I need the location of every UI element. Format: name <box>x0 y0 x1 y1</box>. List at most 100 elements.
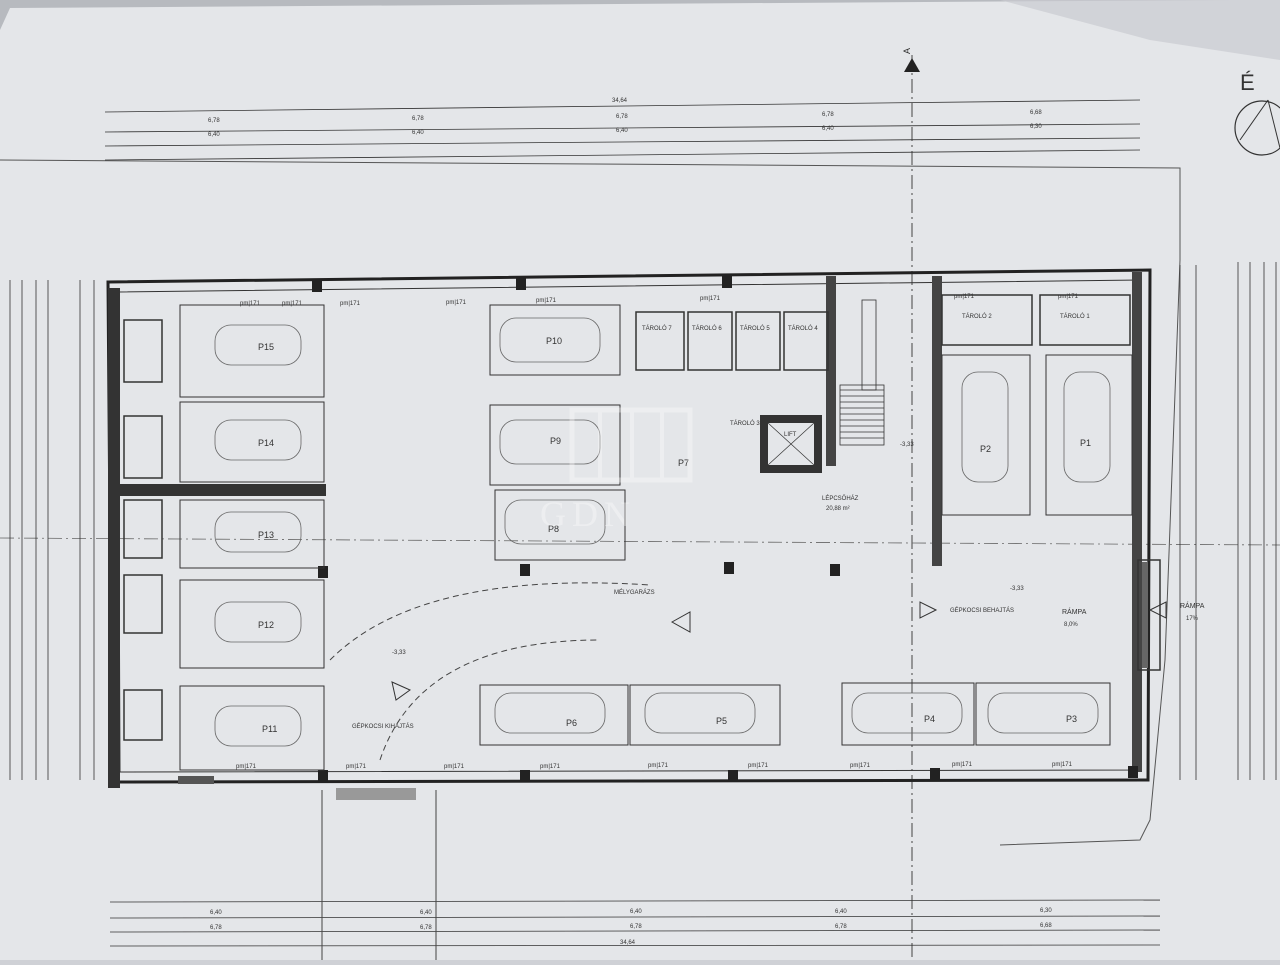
pm-labels: pm|171 pm|171 pm|171 pm|171 pm|171 pm|17… <box>236 294 1079 770</box>
room-tarolo4: TÁROLÓ 4 <box>788 325 818 332</box>
section-letter: A <box>902 48 912 54</box>
level-mark: -3,33 <box>392 650 406 656</box>
watermark-text: GDN <box>540 494 636 534</box>
parking-P6: P6 <box>566 718 577 728</box>
left-wall <box>108 288 120 788</box>
parking-P11: P11 <box>262 724 277 734</box>
dim-top-total: 34,64 <box>612 98 628 104</box>
parking-P15: P15 <box>258 342 274 352</box>
core-wall <box>932 276 942 566</box>
direction-arrow-icon <box>391 681 412 701</box>
parking-P5: P5 <box>716 716 727 726</box>
room-tarolo5: TÁROLÓ 5 <box>740 325 770 332</box>
label-rampa: RÁMPA <box>1062 607 1087 616</box>
room-lepcsohaz: LÉPCSŐHÁZ <box>822 495 859 502</box>
direction-arrow-icon <box>670 611 691 633</box>
room-tarolo3: TÁROLÓ 3 <box>730 420 760 427</box>
dim-bot-b3: 6,78 <box>630 924 642 930</box>
parking-P12: P12 <box>258 620 274 630</box>
room-tarolo6: TÁROLÓ 6 <box>692 325 722 332</box>
dim-top-a3: 6,78 <box>616 114 628 120</box>
parking-P4: P4 <box>924 714 935 724</box>
parking-P8: P8 <box>548 524 559 534</box>
pm-label: pm|171 <box>748 763 769 769</box>
label-gepkocsi-be: GÉPKOCSI BEHAJTÁS <box>950 607 1014 614</box>
pm-label: pm|171 <box>236 764 257 770</box>
parking-P10: P10 <box>546 336 562 346</box>
label-rampa-right-pct: 17% <box>1186 616 1199 622</box>
watermark-logo: GDN <box>540 407 693 534</box>
label-rampa-right: RÁMPA <box>1180 601 1205 610</box>
direction-arrow-icon <box>1148 601 1167 619</box>
level-mark: -3,33 <box>900 442 914 448</box>
plot-boundary <box>0 159 1181 846</box>
parking-P2: P2 <box>980 444 991 454</box>
dim-bot-a4: 6,40 <box>835 909 847 915</box>
pm-label: pm|171 <box>954 294 975 300</box>
label-rampa-pct: 8,0% <box>1064 622 1078 628</box>
dividing-wall <box>108 484 326 496</box>
pm-label: pm|171 <box>346 764 367 770</box>
entry-threshold <box>178 776 214 784</box>
level-mark: -3,33 <box>1010 586 1024 592</box>
dim-top-a1: 6,78 <box>208 118 220 124</box>
pm-label: pm|171 <box>648 763 669 769</box>
lift-shaft: LIFT <box>760 415 822 473</box>
dim-bot-b1: 6,78 <box>210 925 222 931</box>
parking-P7: P7 <box>678 458 689 468</box>
pm-label: pm|171 <box>536 298 557 304</box>
bottom-dimension-chains: 6,40 6,40 6,40 6,40 6,30 6,78 6,78 6,78 … <box>109 899 1161 947</box>
turning-path <box>329 582 651 661</box>
room-lepcsohaz-area: 20,88 m² <box>826 506 850 512</box>
pm-label: pm|171 <box>340 301 361 307</box>
ramp-grate <box>1142 562 1148 668</box>
left-dimension-chains <box>9 280 95 780</box>
room-tarolo2: TÁROLÓ 2 <box>962 313 992 320</box>
pm-label: pm|171 <box>444 764 465 770</box>
dim-top-b4: 6,40 <box>822 126 834 132</box>
section-arrow-icon <box>904 58 920 72</box>
storage-rooms <box>123 294 1131 741</box>
dim-bot-a3: 6,40 <box>630 909 642 915</box>
pm-label: pm|171 <box>850 763 871 769</box>
pm-label: pm|171 <box>1052 762 1073 768</box>
parking-P1: P1 <box>1080 438 1091 448</box>
parking-outlines <box>179 304 1133 771</box>
turning-path-2 <box>379 639 601 761</box>
pm-label: pm|171 <box>282 301 303 307</box>
pm-label: pm|171 <box>1058 294 1079 300</box>
axis-line <box>0 537 1280 546</box>
right-wall <box>1132 272 1142 772</box>
dim-top-b3: 6,40 <box>616 128 628 134</box>
pm-label: pm|171 <box>700 296 721 302</box>
lift-label: LIFT <box>784 432 797 438</box>
north-compass-icon: É <box>1234 70 1280 156</box>
dim-top-a5: 6,68 <box>1030 110 1042 116</box>
car-icons <box>214 317 1111 747</box>
dim-bot-b5: 6,68 <box>1040 923 1052 929</box>
dim-bot-a5: 6,30 <box>1040 908 1052 914</box>
room-tarolo7: TÁROLÓ 7 <box>642 325 672 332</box>
dim-bot-b4: 6,78 <box>835 924 847 930</box>
top-dimension-chains: 34,64 6,78 6,78 6,78 6,78 6,68 6,40 6,40… <box>104 98 1141 161</box>
stair-wall <box>826 276 836 466</box>
ramp-wall <box>1137 559 1161 671</box>
parking-P9: P9 <box>550 436 561 446</box>
dim-top-b5: 6,30 <box>1030 124 1042 130</box>
dim-bot-b2: 6,78 <box>420 925 432 931</box>
room-melygarazs: MÉLYGARÁZS <box>614 589 655 596</box>
dim-top-a4: 6,78 <box>822 112 834 118</box>
parking-P3: P3 <box>1066 714 1077 724</box>
dim-top-a2: 6,78 <box>412 116 424 122</box>
pm-label: pm|171 <box>952 762 973 768</box>
right-dimension-chains <box>1179 262 1277 780</box>
pm-label: pm|171 <box>446 300 467 306</box>
dim-bot-a2: 6,40 <box>420 910 432 916</box>
staircase <box>839 299 885 446</box>
columns <box>312 276 1138 782</box>
parking-P14: P14 <box>258 438 274 448</box>
compass-letter: É <box>1240 70 1255 95</box>
